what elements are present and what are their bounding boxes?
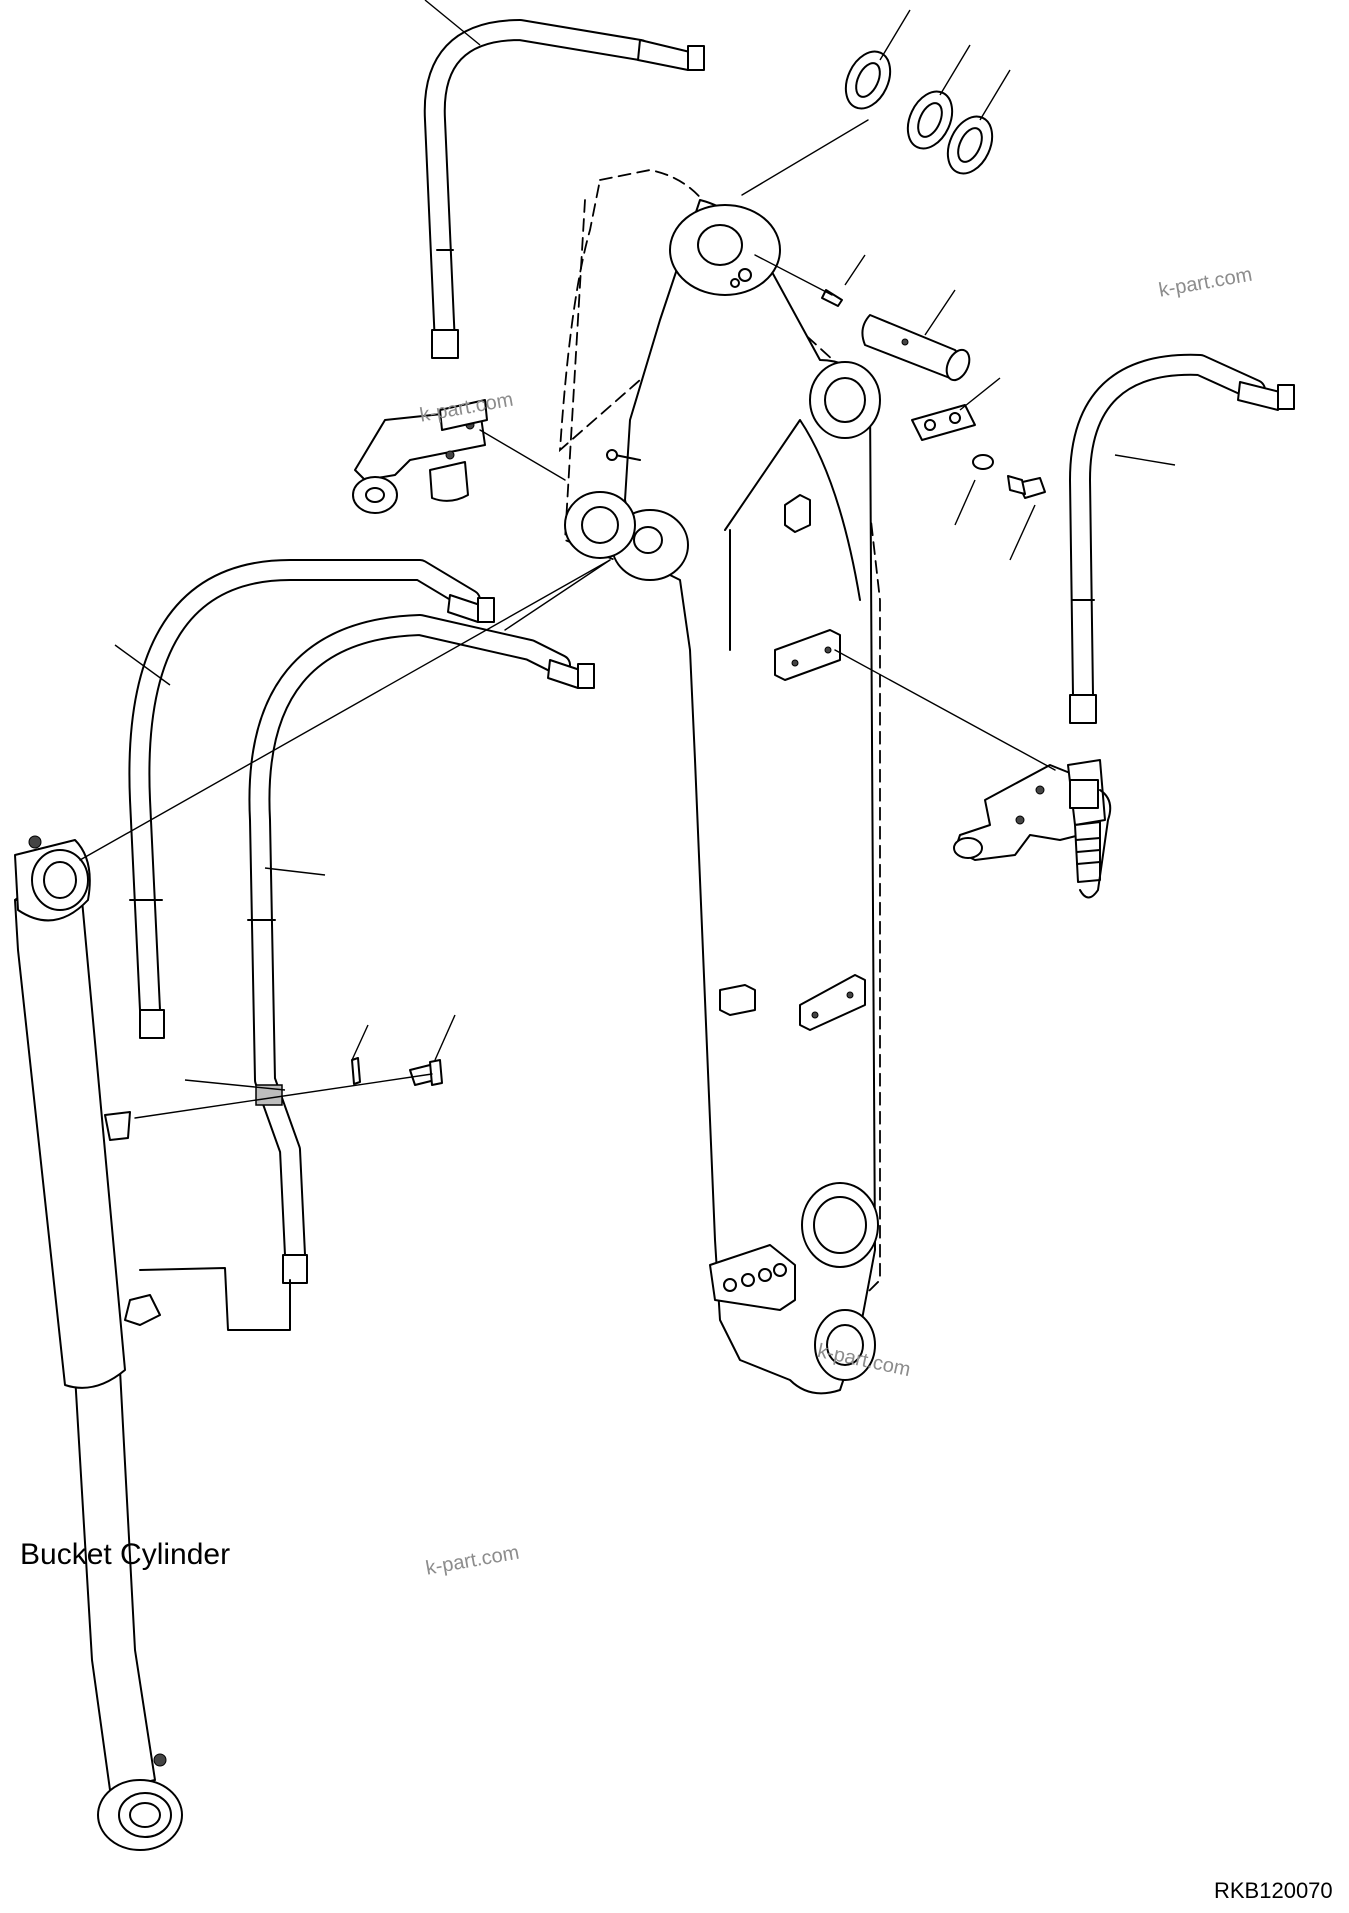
washers — [844, 50, 994, 175]
valve-right — [953, 759, 1112, 899]
lock-bolt — [972, 454, 1046, 499]
drawing-number: RKB120070 — [1214, 1878, 1333, 1903]
hose-right — [1069, 353, 1295, 724]
callout-leaders — [114, 0, 1176, 1091]
component-label: Bucket Cylinder — [20, 1538, 231, 1571]
hose-top — [423, 19, 705, 359]
pin — [821, 289, 971, 382]
lock-plate — [911, 404, 976, 441]
valve-left — [352, 399, 488, 514]
assembly-lines — [79, 119, 1056, 1119]
small-clamp — [351, 1057, 443, 1086]
arm — [564, 199, 881, 1395]
bucket-cylinder — [14, 835, 291, 1851]
hose-left-inner — [247, 614, 595, 1284]
hose-left-outer — [128, 559, 495, 1039]
